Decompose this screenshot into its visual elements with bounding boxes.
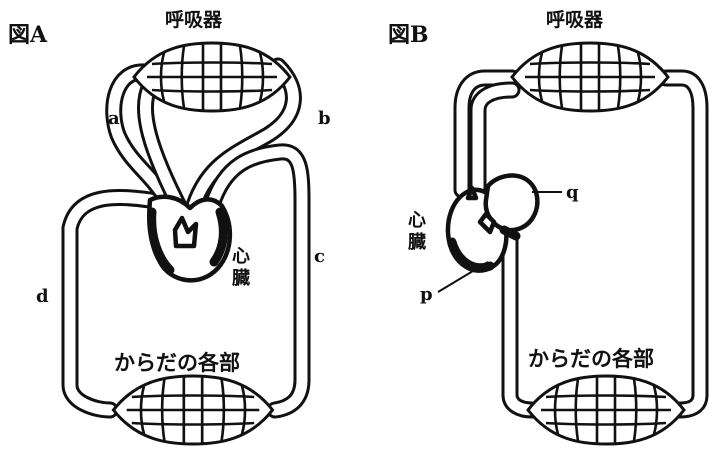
figure-a: 図A 呼吸器 (8, 9, 331, 444)
figure-b-p-label: p (420, 284, 433, 305)
figure-a-heart (149, 197, 230, 281)
figure-a-title: 図A (8, 22, 48, 48)
figure-a-vessel-b-label: b (318, 108, 331, 129)
figure-b-heart-label-2: 臓 (408, 232, 426, 253)
figure-b-body-label: からだの各部 (528, 346, 654, 371)
figure-a-vessel-d-label: d (36, 286, 49, 307)
figure-a-vessel-c-label: c (314, 246, 325, 267)
figure-b-title: 図B (388, 22, 429, 48)
figure-a-heart-label-1: 心 (232, 246, 250, 267)
figure-a-heart-label-2: 臓 (232, 268, 250, 289)
figure-b: 図B 呼吸器 (388, 9, 700, 444)
figure-a-vessel-a-label: a (108, 108, 120, 129)
figure-a-lungs (134, 43, 290, 111)
figure-b-heart-label-1: 心 (408, 210, 426, 231)
figure-b-lungs (512, 43, 668, 111)
figure-b-lungs-label: 呼吸器 (546, 9, 604, 31)
figure-a-lungs-label: 呼吸器 (165, 9, 223, 31)
figure-b-body-capillaries (528, 376, 684, 444)
figure-b-q-label: q (566, 182, 579, 203)
figure-a-body-capillaries (113, 376, 272, 444)
figure-a-body-label: からだの各部 (114, 350, 240, 375)
